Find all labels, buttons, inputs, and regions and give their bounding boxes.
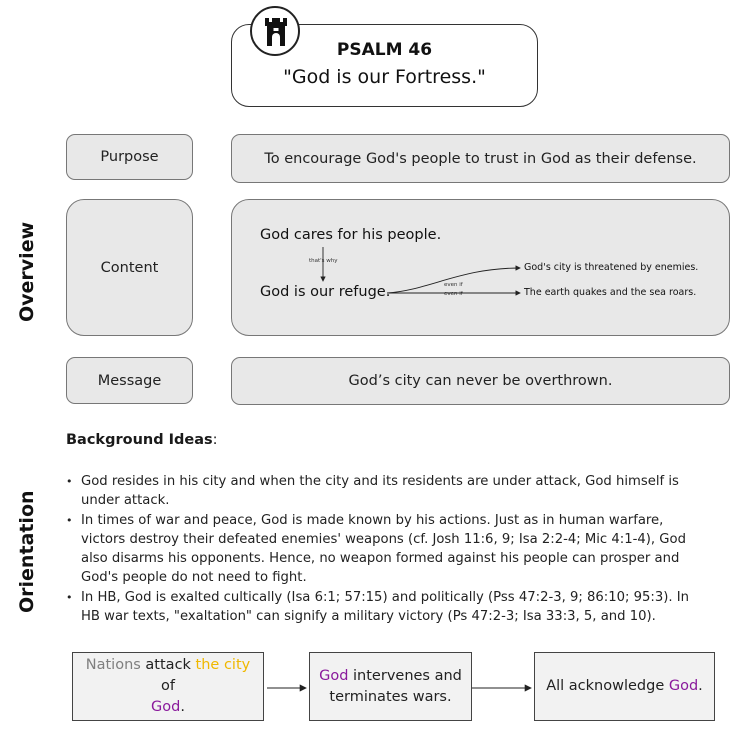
- purpose-label-box: Purpose: [66, 134, 193, 180]
- even-if-label-2: even if: [444, 291, 463, 297]
- content-line-refuge: God is our refuge.: [260, 284, 391, 300]
- even-if-label-1: even if: [444, 282, 463, 288]
- psalm-title: PSALM 46: [336, 40, 433, 60]
- purpose-text-box: To encourage God's people to trust in Go…: [231, 134, 730, 183]
- flow-step-god-intervenes: God intervenes and terminates wars.: [309, 652, 472, 721]
- castle-tower-icon: [250, 6, 300, 56]
- psalm-subtitle: "God is our Fortress.": [283, 66, 486, 88]
- content-label-box: Content: [66, 199, 193, 336]
- purpose-label: Purpose: [100, 149, 159, 165]
- background-bullet-list: God resides in his city and when the cit…: [66, 472, 706, 626]
- content-line-cares: God cares for his people.: [260, 227, 442, 243]
- message-label-box: Message: [66, 357, 193, 404]
- branch-earth-quakes: The earth quakes and the sea roars.: [524, 287, 697, 298]
- background-ideas-heading: Background Ideas:: [66, 432, 218, 448]
- message-label: Message: [97, 372, 162, 389]
- bullet-item: God resides in his city and when the cit…: [66, 472, 706, 511]
- purpose-text: To encourage God's people to trust in Go…: [264, 150, 697, 167]
- message-text-box: God’s city can never be overthrown.: [231, 357, 730, 405]
- content-label: Content: [100, 259, 159, 276]
- message-text: God’s city can never be overthrown.: [348, 373, 613, 389]
- flow-step-nations-attack: Nations attack the city of God.: [72, 652, 264, 721]
- bullet-item: In HB, God is exalted cultically (Isa 6:…: [66, 588, 706, 627]
- branch-city-threatened: God's city is threatened by enemies.: [524, 262, 699, 273]
- flow-step-all-acknowledge: All acknowledge God.: [534, 652, 715, 721]
- bullet-item: In times of war and peace, God is made k…: [66, 511, 706, 588]
- content-diagram-box: [231, 199, 730, 336]
